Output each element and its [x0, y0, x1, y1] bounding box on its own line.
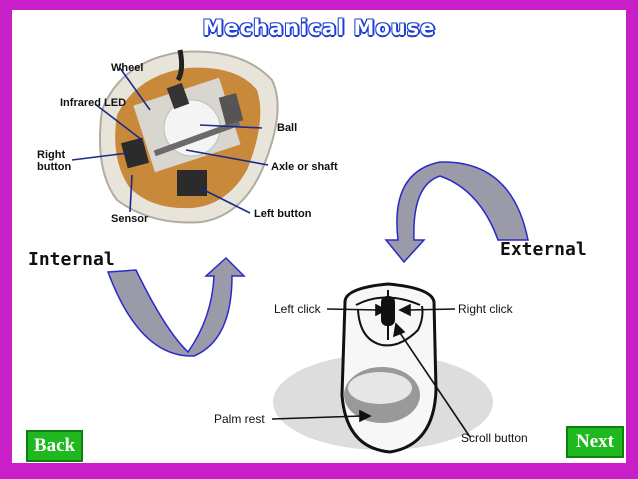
callout-left-button: Left button: [254, 208, 312, 220]
arrow-to-internal: [384, 161, 529, 264]
internal-label: Internal: [28, 249, 115, 270]
external-mouse-drawing: [273, 282, 493, 454]
external-label: External: [500, 239, 587, 260]
back-button[interactable]: Back: [26, 430, 83, 462]
arrow-to-external: [106, 256, 246, 357]
next-button[interactable]: Next: [566, 426, 624, 458]
callout-sensor: Sensor: [111, 213, 149, 225]
callout-ball: Ball: [277, 122, 298, 134]
callout-right-click: Right click: [458, 302, 513, 316]
callout-left-click: Left click: [274, 302, 321, 316]
internal-mouse-photo: [98, 49, 279, 224]
callout-scroll-button: Scroll button: [461, 431, 528, 445]
callout-right-button-line1: Right: [37, 149, 66, 161]
slide-title: Mechanical Mouse: [202, 16, 436, 40]
callout-wheel: Wheel: [111, 62, 144, 74]
callout-right-button-line2: button: [37, 161, 72, 173]
callout-axle: Axle or shaft: [271, 161, 338, 173]
callout-infrared-led: Infrared LED: [60, 97, 127, 109]
callout-palm-rest: Palm rest: [214, 412, 265, 426]
